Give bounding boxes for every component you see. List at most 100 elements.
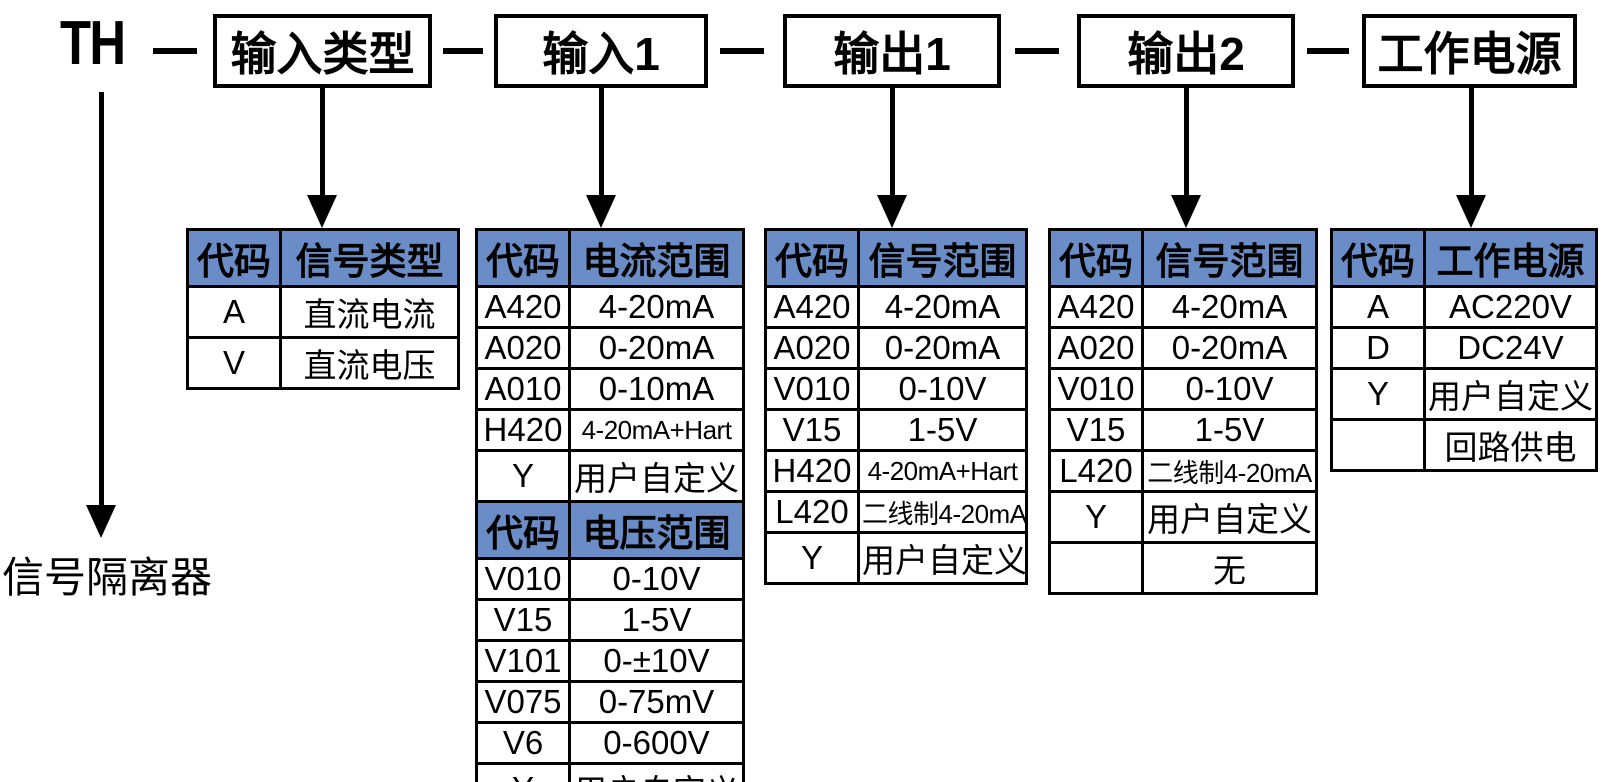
value-cell: AC220V bbox=[1423, 285, 1598, 329]
field-box-label: 输出2 bbox=[1127, 28, 1245, 80]
value-cell: 无 bbox=[1141, 541, 1318, 595]
arrow-head-icon bbox=[1171, 195, 1201, 228]
value-cell: 4-20mA bbox=[568, 285, 745, 329]
value-cell: 0-10V bbox=[1141, 367, 1318, 411]
down-arrow-input1 bbox=[586, 88, 616, 228]
header-row: 代码信号类型 bbox=[186, 228, 460, 288]
arrow-line bbox=[889, 88, 895, 195]
field-box-input-type: 输入类型 bbox=[213, 14, 432, 88]
column-header: 代码 bbox=[475, 500, 571, 560]
column-header: 代码 bbox=[1048, 228, 1144, 288]
arrow-line bbox=[1183, 88, 1189, 195]
value-cell: 1-5V bbox=[568, 598, 745, 642]
field-box-power: 工作电源 bbox=[1362, 14, 1577, 88]
value-cell: 0-10V bbox=[568, 557, 745, 601]
code-cell: D bbox=[1330, 326, 1426, 370]
code-cell: A420 bbox=[475, 285, 571, 329]
code-cell: A020 bbox=[1048, 326, 1144, 370]
code-cell: V bbox=[186, 336, 282, 390]
column-header: 代码 bbox=[186, 228, 282, 288]
field-box-output2: 输出2 bbox=[1077, 14, 1295, 88]
column-header: 电压范围 bbox=[568, 500, 745, 560]
model-prefix: TH bbox=[60, 9, 126, 78]
code-cell: H420 bbox=[764, 449, 860, 493]
code-cell: V010 bbox=[764, 367, 860, 411]
code-cell: A420 bbox=[764, 285, 860, 329]
column-header: 信号范围 bbox=[1141, 228, 1318, 288]
value-cell: 用户自定义 bbox=[568, 762, 745, 782]
dash-connector bbox=[1015, 48, 1059, 54]
code-cell: V075 bbox=[475, 680, 571, 724]
value-cell: 4-20mA bbox=[857, 285, 1028, 329]
arrow-line bbox=[98, 92, 104, 505]
down-arrow-prefix bbox=[86, 92, 116, 538]
value-cell: 1-5V bbox=[857, 408, 1028, 452]
table-row: 无 bbox=[1048, 541, 1318, 595]
value-cell: 回路供电 bbox=[1423, 418, 1598, 472]
value-cell: 二线制4-20mA bbox=[1141, 449, 1318, 493]
dash-connector bbox=[153, 48, 197, 54]
code-cell: H420 bbox=[475, 408, 571, 452]
header-row: 代码工作电源 bbox=[1330, 228, 1598, 288]
dash-connector bbox=[720, 48, 764, 54]
code-cell: A020 bbox=[764, 326, 860, 370]
value-cell: 0-75mV bbox=[568, 680, 745, 724]
code-cell: L420 bbox=[764, 490, 860, 534]
field-box-label: 输出1 bbox=[833, 28, 951, 80]
arrow-head-icon bbox=[86, 505, 116, 538]
code-cell bbox=[1330, 418, 1426, 472]
code-cell: V15 bbox=[1048, 408, 1144, 452]
arrow-line bbox=[1468, 88, 1474, 195]
value-cell: 0-20mA bbox=[1141, 326, 1318, 370]
dash-connector bbox=[1307, 48, 1349, 54]
code-cell: A bbox=[186, 285, 282, 339]
value-cell: 用户自定义 bbox=[1141, 490, 1318, 544]
arrow-head-icon bbox=[877, 195, 907, 228]
arrow-line bbox=[598, 88, 604, 195]
value-cell: 直流电流 bbox=[279, 285, 460, 339]
arrow-head-icon bbox=[1456, 195, 1486, 228]
table-row: 回路供电 bbox=[1330, 418, 1598, 472]
value-cell: 二线制4-20mA bbox=[857, 490, 1028, 534]
code-cell: V010 bbox=[1048, 367, 1144, 411]
code-cell: A020 bbox=[475, 326, 571, 370]
column-header: 代码 bbox=[1330, 228, 1426, 288]
arrow-line bbox=[319, 88, 325, 195]
code-cell: Y bbox=[1048, 490, 1144, 544]
down-arrow-output1 bbox=[877, 88, 907, 228]
code-cell: V101 bbox=[475, 639, 571, 683]
field-box-input1: 输入1 bbox=[494, 14, 708, 88]
down-arrow-input-type bbox=[307, 88, 337, 228]
header-row: 代码电压范围 bbox=[475, 500, 745, 560]
field-box-label: 输入类型 bbox=[230, 28, 415, 80]
arrow-head-icon bbox=[307, 195, 337, 228]
code-cell: Y bbox=[475, 449, 571, 503]
value-cell: 4-20mA+Hart bbox=[857, 449, 1028, 493]
code-cell: V6 bbox=[475, 721, 571, 765]
